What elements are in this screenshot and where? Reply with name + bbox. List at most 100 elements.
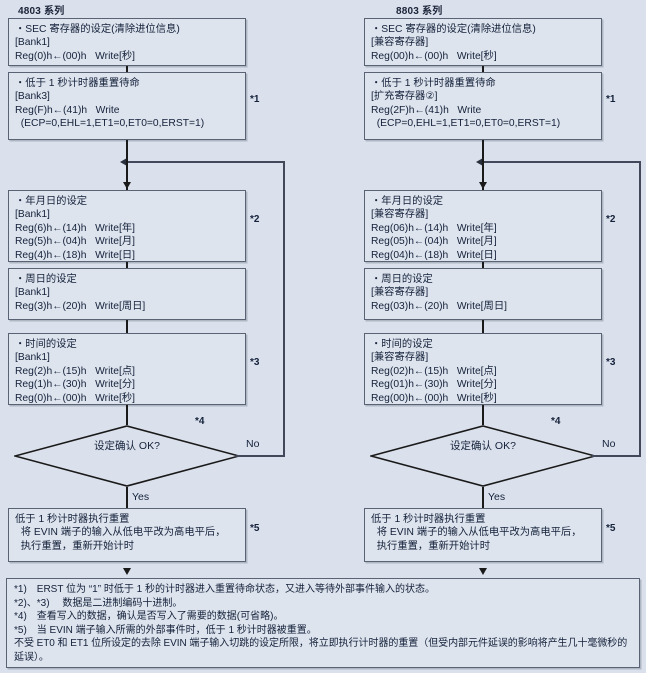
process-box-weekday-setting: ・周日的设定 [Bank1]Reg(3)h←(20)h Write[周日] [8,268,246,320]
process-line: Reg(00)h←(00)h Write[秒] [371,392,497,404]
footnotes-panel: *1) ERST 位为 “1” 时低于 1 秒的计时器进入重置待命状态，又进入等… [6,578,640,668]
process-line: 执行重置，重新开始计时 [371,540,490,552]
process-box-weekday-setting: ・周日的设定 [兼容寄存器]Reg(03)h←(20)h Write[周日] [364,268,602,320]
no-branch-label: No [602,438,616,450]
process-line: Reg(5)h←(04)h Write[月] [15,236,135,248]
decision-setting-confirm-decision [14,425,240,487]
yes-branch-label: Yes [132,491,150,503]
footnote-line: *5) 当 EVIN 端子输入所需的外部事件时，低于 1 秒计时器被重置。 [14,624,317,636]
process-box-year-month-day-setting: ・年月日的设定 [兼容寄存器]Reg(06)h←(14)h Write[年] Reg… [364,190,602,262]
note-marker-star3: *3 [606,357,616,368]
process-line: 执行重置，重新开始计时 [15,540,134,552]
note-marker-star4: *4 [195,416,205,427]
note-marker-star1: *1 [250,94,260,105]
decision-label: 设定确认 OK? [450,440,516,452]
process-line: Reg(0)h←(00)h Write[秒] [15,50,135,62]
process-line: [兼容寄存器] [371,37,429,49]
process-line: ・年月日的设定 [371,196,444,207]
note-marker-star5: *5 [606,523,616,534]
process-line: [Bank1] [15,287,50,299]
process-box-time-setting: ・时间的设定 [兼容寄存器]Reg(02)h←(15)h Write[点] Reg(… [364,333,602,405]
process-line: [兼容寄存器] [371,287,429,299]
process-line: Reg(6)h←(14)h Write[年] [15,222,135,234]
process-line: ・低于 1 秒计时器重置待命 [15,78,140,89]
connector-line [126,66,128,72]
process-line: ・SEC 寄存器的设定(清除进位信息) [15,24,180,35]
decision-label: 设定确认 OK? [94,440,160,452]
process-box-sub-second-timer-reset-standby: ・低于 1 秒计时器重置待命[扩充寄存器②]Reg(2F)h←(41)h Wri… [364,72,602,140]
process-line: Reg(F)h←(41)h Write [15,104,120,116]
note-marker-star2: *2 [606,214,616,225]
process-line: Reg(00)h←(00)h Write[秒] [371,50,497,62]
process-line: Reg(03)h←(20)h Write[周日] [371,300,507,312]
process-box-sec-register-setting: ・SEC 寄存器的设定(清除进位信息) [Bank1]Reg(0)h←(00)h … [8,18,246,66]
process-line: ・时间的设定 [371,339,433,350]
process-line: [Bank1] [15,209,50,221]
process-line: Reg(06)h←(14)h Write[年] [371,222,497,234]
no-branch-vertical [283,161,285,456]
process-line: 将 EVIN 端子的输入从低电平改为高电平后， [15,527,226,539]
final-arrow-down [478,568,487,575]
process-line: ・时间的设定 [15,339,77,350]
note-marker-star5: *5 [250,523,260,534]
connector-line [126,262,128,268]
footnote-line: *2)、*3) 数据是二进制编码十进制。 [14,597,183,609]
connector-line [126,487,128,508]
footnote-line: *4) 查看写入的数据，确认是否写入了需要的数据(可省略)。 [14,611,284,623]
process-line: 低于 1 秒计时器执行重置 [15,514,130,525]
no-branch-horizontal [592,455,641,457]
process-line: [Bank1] [15,37,50,49]
process-line: Reg(01)h←(30)h Write[分] [371,379,497,391]
connector-line [126,405,128,425]
connector-line [482,405,484,425]
process-box-sub-second-timer-execute-reset: 低于 1 秒计时器执行重置 将 EVIN 端子的输入从低电平改为高电平后， 执行… [8,508,246,562]
connector-line [482,320,484,333]
connector-line [482,487,484,508]
footnote-line: *1) ERST 位为 “1” 时低于 1 秒的计时器进入重置待命状态，又进入等… [14,584,435,595]
process-box-sub-second-timer-reset-standby: ・低于 1 秒计时器重置待命 [Bank3]Reg(F)h←(41)h Write… [8,72,246,140]
process-line: [Bank3] [15,91,50,103]
process-box-sec-register-setting: ・SEC 寄存器的设定(清除进位信息) [兼容寄存器]Reg(00)h←(00)h… [364,18,602,66]
process-line: Reg(04)h←(18)h Write[日] [371,249,497,261]
final-arrow-down [122,568,131,575]
feedback-arrow-left [476,157,483,166]
process-line: 将 EVIN 端子的输入从低电平改为高电平后， [371,527,582,539]
note-marker-star4: *4 [551,416,561,427]
process-line: [兼容寄存器] [371,209,429,221]
process-line: [Bank1] [15,352,50,364]
process-line: ・周日的设定 [15,274,77,285]
process-line: [兼容寄存器] [371,352,429,364]
no-branch-vertical [639,161,641,456]
process-line: ・低于 1 秒计时器重置待命 [371,78,496,89]
process-line: Reg(02)h←(15)h Write[点] [371,365,497,377]
process-line: (ECP=0,EHL=1,ET1=0,ET0=0,ERST=1) [371,118,561,130]
connector-line [482,66,484,72]
connector-line [126,320,128,333]
process-box-sub-second-timer-execute-reset: 低于 1 秒计时器执行重置 将 EVIN 端子的输入从低电平改为高电平后， 执行… [364,508,602,562]
column-title-right: 8803 系列 [396,6,443,17]
feedback-horizontal [483,161,640,163]
no-branch-horizontal [236,455,285,457]
process-box-time-setting: ・时间的设定[Bank1]Reg(2)h←(15)h Write[点]Reg(1… [8,333,246,405]
process-line: ・周日的设定 [371,274,433,285]
process-line: ・SEC 寄存器的设定(清除进位信息) [371,24,536,35]
footnote-line: 不受 ET0 和 ET1 位所设定的去除 EVIN 端子输入切跳的设定所限，将立… [14,638,628,663]
connector-line [482,262,484,268]
process-line: 低于 1 秒计时器执行重置 [371,514,486,525]
process-line: Reg(2F)h←(41)h Write [371,104,482,116]
decision-setting-confirm-decision [370,425,596,487]
process-line: Reg(4)h←(18)h Write[日] [15,249,135,261]
process-line: (ECP=0,EHL=1,ET1=0,ET0=0,ERST=1) [15,118,205,130]
feedback-join-stub [482,153,484,190]
yes-branch-label: Yes [488,491,506,503]
column-title-left: 4803 系列 [18,6,65,17]
process-line: Reg(0)h←(00)h Write[秒] [15,392,135,404]
process-line: Reg(05)h←(04)h Write[月] [371,236,497,248]
process-box-year-month-day-setting: ・年月日的设定[Bank1]Reg(6)h←(14)h Write[年]Reg(… [8,190,246,262]
note-marker-star1: *1 [606,94,616,105]
note-marker-star2: *2 [250,214,260,225]
feedback-join-stub [126,153,128,190]
process-line: Reg(3)h←(20)h Write[周日] [15,300,146,312]
feedback-horizontal [127,161,284,163]
